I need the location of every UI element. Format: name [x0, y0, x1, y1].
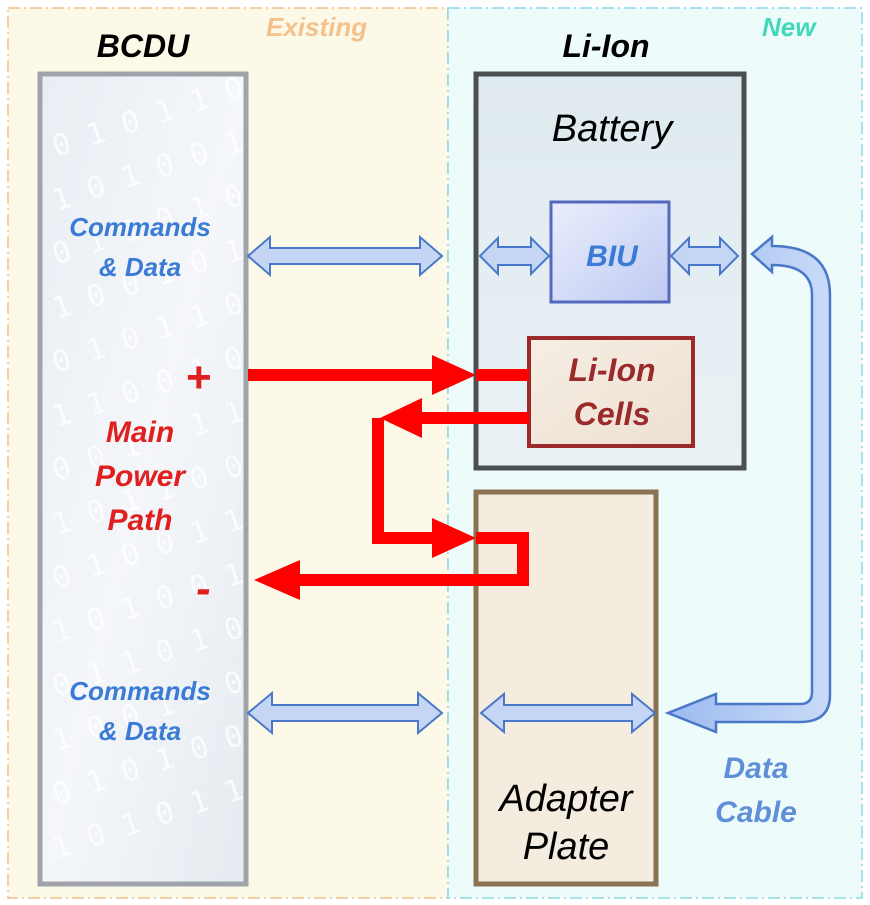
- arrow-bcdu-adapter-commands: [246, 690, 444, 736]
- power-return-arrowhead: [380, 398, 422, 438]
- power-return-top: [420, 412, 529, 424]
- positive-terminal-label: +: [186, 353, 212, 402]
- power-plus-line: [248, 369, 436, 381]
- main-power-path-line1: Main: [105, 416, 175, 449]
- biu-label: BIU: [586, 240, 638, 273]
- power-plus-stub: [476, 369, 529, 381]
- adapter-plate-line1: Adapter: [499, 778, 633, 820]
- commands-data-top-line1: Commands: [69, 212, 211, 242]
- battery-label: Battery: [551, 108, 673, 150]
- cells-label-line1: Li-Ion: [568, 352, 656, 388]
- commands-data-top-line2: & Data: [98, 252, 182, 282]
- adapter-plate-block: [473, 489, 659, 887]
- main-power-path-line3: Path: [107, 504, 173, 537]
- cells-label-line2: Cells: [573, 396, 651, 432]
- main-power-path-line2: Power: [94, 460, 186, 493]
- power-plus-arrowhead: [432, 355, 476, 395]
- power-return-vertical: [372, 418, 384, 544]
- arrow-adapter-internal: [479, 691, 657, 735]
- existing-region-label: Existing: [266, 12, 368, 42]
- arrow-battery-biu: [478, 235, 551, 277]
- biu-block: [549, 200, 671, 304]
- new-region-label: New: [762, 12, 816, 42]
- liion-title: Li-Ion: [562, 28, 650, 64]
- negative-terminal-label: -: [196, 564, 211, 613]
- arrow-bcdu-battery-commands: [246, 234, 444, 278]
- cells-block: [527, 336, 695, 448]
- main-power-path: [248, 355, 529, 600]
- data-cable: [664, 234, 832, 734]
- data-cable-line1: Data: [723, 752, 789, 785]
- commands-data-bottom-line1: Commands: [69, 676, 211, 706]
- bcdu-block: [37, 71, 249, 887]
- arrow-biu-battery-edge: [669, 235, 740, 277]
- bcdu-title: BCDU: [96, 28, 190, 64]
- adapter-plate-line2: Plate: [522, 826, 610, 868]
- power-minus-arrowhead: [254, 560, 300, 600]
- power-return-mid: [372, 532, 438, 544]
- commands-data-bottom-line2: & Data: [98, 716, 182, 746]
- power-adapter-arrowhead: [432, 518, 476, 558]
- power-adapter-loop: [296, 532, 529, 586]
- data-cable-line2: Cable: [715, 796, 797, 829]
